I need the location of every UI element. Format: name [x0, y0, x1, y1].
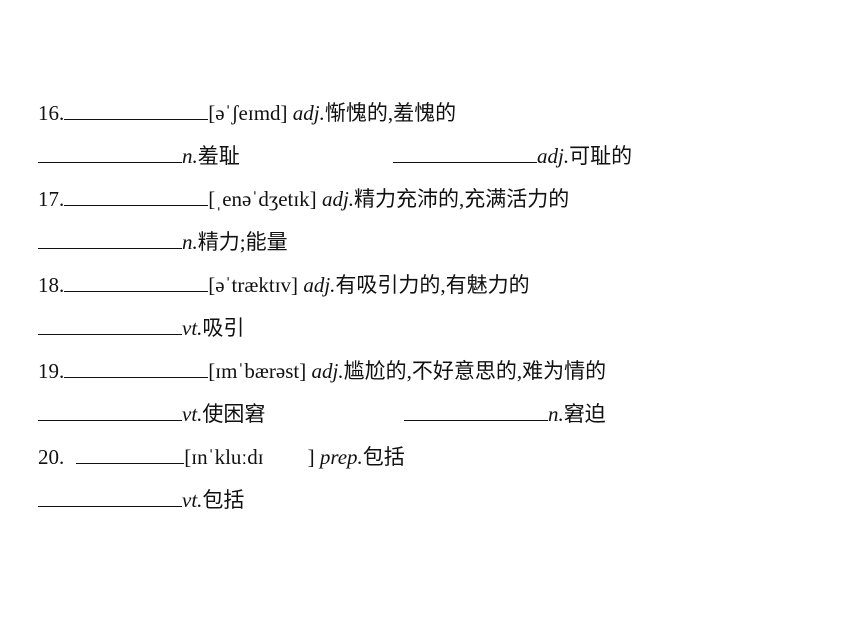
part-of-speech: vt.: [182, 402, 203, 426]
part-of-speech: n.: [548, 402, 564, 426]
answer-blank[interactable]: [38, 312, 182, 335]
phonetic: [əˈtræktɪv]: [208, 273, 299, 297]
answer-blank[interactable]: [64, 355, 209, 378]
meaning: 窘迫: [563, 402, 606, 426]
answer-blank[interactable]: [64, 97, 209, 120]
answer-blank[interactable]: [393, 140, 537, 163]
meaning: 可耻的: [569, 144, 633, 168]
entry-16-derived-2: adj.可耻的: [393, 140, 632, 170]
meaning: 精力充沛的,充满活力的: [354, 187, 570, 211]
entry-16: 16. [əˈʃeɪmd] adj.惭愧的,羞愧的: [38, 97, 456, 127]
part-of-speech: adj.: [292, 101, 325, 125]
meaning: 包括: [362, 445, 405, 469]
entry-18-derived-1: vt.吸引: [38, 312, 244, 342]
part-of-speech: n.: [182, 230, 198, 254]
answer-blank[interactable]: [38, 140, 182, 163]
part-of-speech: vt.: [182, 316, 203, 340]
part-of-speech: n.: [182, 144, 198, 168]
entry-number: 19.: [38, 359, 65, 383]
entry-19-derived-2: n.窘迫: [404, 398, 606, 428]
answer-blank[interactable]: [38, 226, 182, 249]
part-of-speech: vt.: [182, 488, 203, 512]
entry-number: 16.: [38, 101, 65, 125]
part-of-speech: adj.: [303, 273, 336, 297]
entry-20: 20. [ɪnˈkluːdɪ] prep.包括: [38, 441, 405, 471]
entry-17: 17. [ˌenəˈdʒetɪk] adj.精力充沛的,充满活力的: [38, 183, 569, 213]
entry-16-derived-1: n.羞耻: [38, 140, 240, 170]
answer-blank[interactable]: [64, 269, 209, 292]
meaning: 惭愧的,羞愧的: [324, 101, 457, 125]
meaning: 精力;能量: [197, 230, 288, 254]
phonetic: [ˌenəˈdʒetɪk]: [208, 187, 317, 211]
entry-19: 19. [ɪmˈbærəst] adj.尴尬的,不好意思的,难为情的: [38, 355, 606, 385]
meaning: 羞耻: [197, 144, 240, 168]
meaning: 包括: [202, 488, 245, 512]
entry-17-derived-1: n.精力;能量: [38, 226, 288, 256]
part-of-speech: adj.: [311, 359, 344, 383]
part-of-speech: adj.: [537, 144, 570, 168]
entry-number: 20.: [38, 445, 65, 469]
entry-number: 18.: [38, 273, 65, 297]
phonetic: [ɪmˈbærəst]: [208, 359, 307, 383]
answer-blank[interactable]: [64, 183, 209, 206]
phonetic: [ɪnˈkluːdɪ: [184, 445, 264, 469]
answer-blank[interactable]: [76, 441, 185, 464]
meaning: 尴尬的,不好意思的,难为情的: [343, 359, 607, 383]
phonetic-close: ]: [307, 445, 315, 469]
meaning: 使困窘: [202, 402, 266, 426]
phonetic: [əˈʃeɪmd]: [208, 101, 288, 125]
part-of-speech: prep.: [319, 445, 363, 469]
entry-19-derived-1: vt.使困窘: [38, 398, 265, 428]
answer-blank[interactable]: [38, 484, 182, 507]
part-of-speech: adj.: [321, 187, 355, 211]
entry-18: 18. [əˈtræktɪv] adj.有吸引力的,有魅力的: [38, 269, 530, 299]
meaning: 有吸引力的,有魅力的: [335, 273, 530, 297]
entry-20-derived-1: vt.包括: [38, 484, 244, 514]
answer-blank[interactable]: [38, 398, 182, 421]
answer-blank[interactable]: [404, 398, 548, 421]
entry-number: 17.: [38, 187, 65, 211]
meaning: 吸引: [202, 316, 245, 340]
